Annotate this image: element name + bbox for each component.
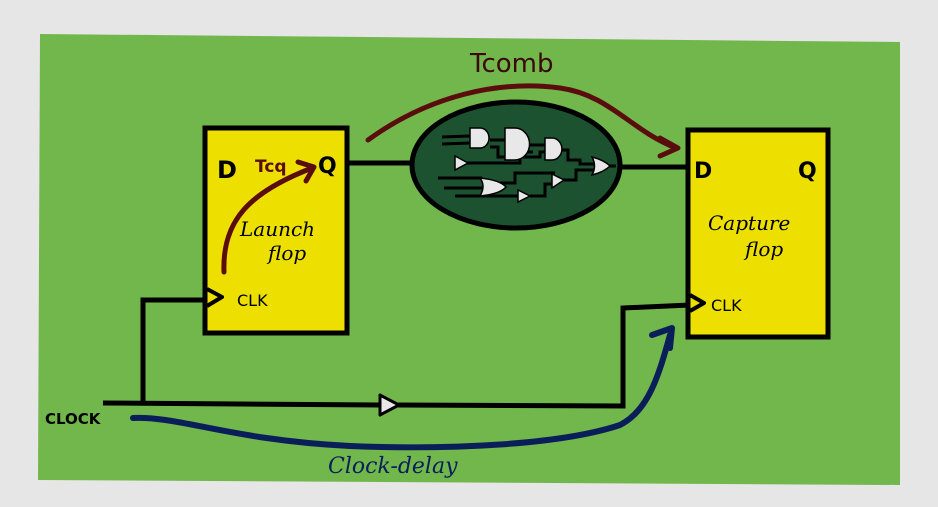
- capture-flop-clk-triangle: [689, 293, 706, 313]
- and-gate-icon: [469, 127, 490, 149]
- tcomb-label: Tcomb: [469, 49, 554, 79]
- capture-flop-d-label: D: [694, 159, 712, 184]
- tcq-label: Tcq: [255, 157, 287, 177]
- and-gate-icon: [544, 137, 563, 161]
- capture-flop-q-label: Q: [798, 159, 817, 184]
- clock-delay-label: Clock-delay: [328, 454, 458, 479]
- and-gate-icon: [504, 127, 531, 161]
- capture-flop-name-line1: Capture: [708, 211, 790, 235]
- tcomb-arrow: [365, 83, 681, 159]
- buffer-icon: [454, 154, 470, 172]
- combinational-logic-cloud: [409, 99, 623, 231]
- buffer-icon: [378, 393, 401, 417]
- launch-flop-clk-label: CLK: [237, 291, 268, 310]
- or-gate-icon: [590, 155, 612, 177]
- tcq-arrow: [221, 159, 317, 275]
- capture-flop-clk-label: CLK: [711, 296, 742, 315]
- clock-delay-arrow: [130, 325, 675, 451]
- launch-flop-name-line1: Launch: [239, 217, 315, 241]
- capture-flop-name-line2: flop: [743, 237, 783, 261]
- launch-flop-name-line2: flop: [266, 241, 306, 265]
- clock-label: CLOCK: [45, 410, 102, 428]
- capture-flop: [685, 127, 831, 340]
- clock-main-wire: [102, 302, 691, 409]
- buffer-icon: [517, 188, 532, 204]
- launch-flop-clk-triangle: [205, 287, 224, 308]
- launch-flop-d-label: D: [217, 156, 237, 184]
- buffer-icon: [551, 172, 566, 190]
- clock-network: [102, 297, 691, 409]
- launch-flop-q-label: Q: [318, 154, 337, 179]
- or-gate-icon: [478, 177, 507, 197]
- clock-to-launch-wire: [140, 297, 207, 403]
